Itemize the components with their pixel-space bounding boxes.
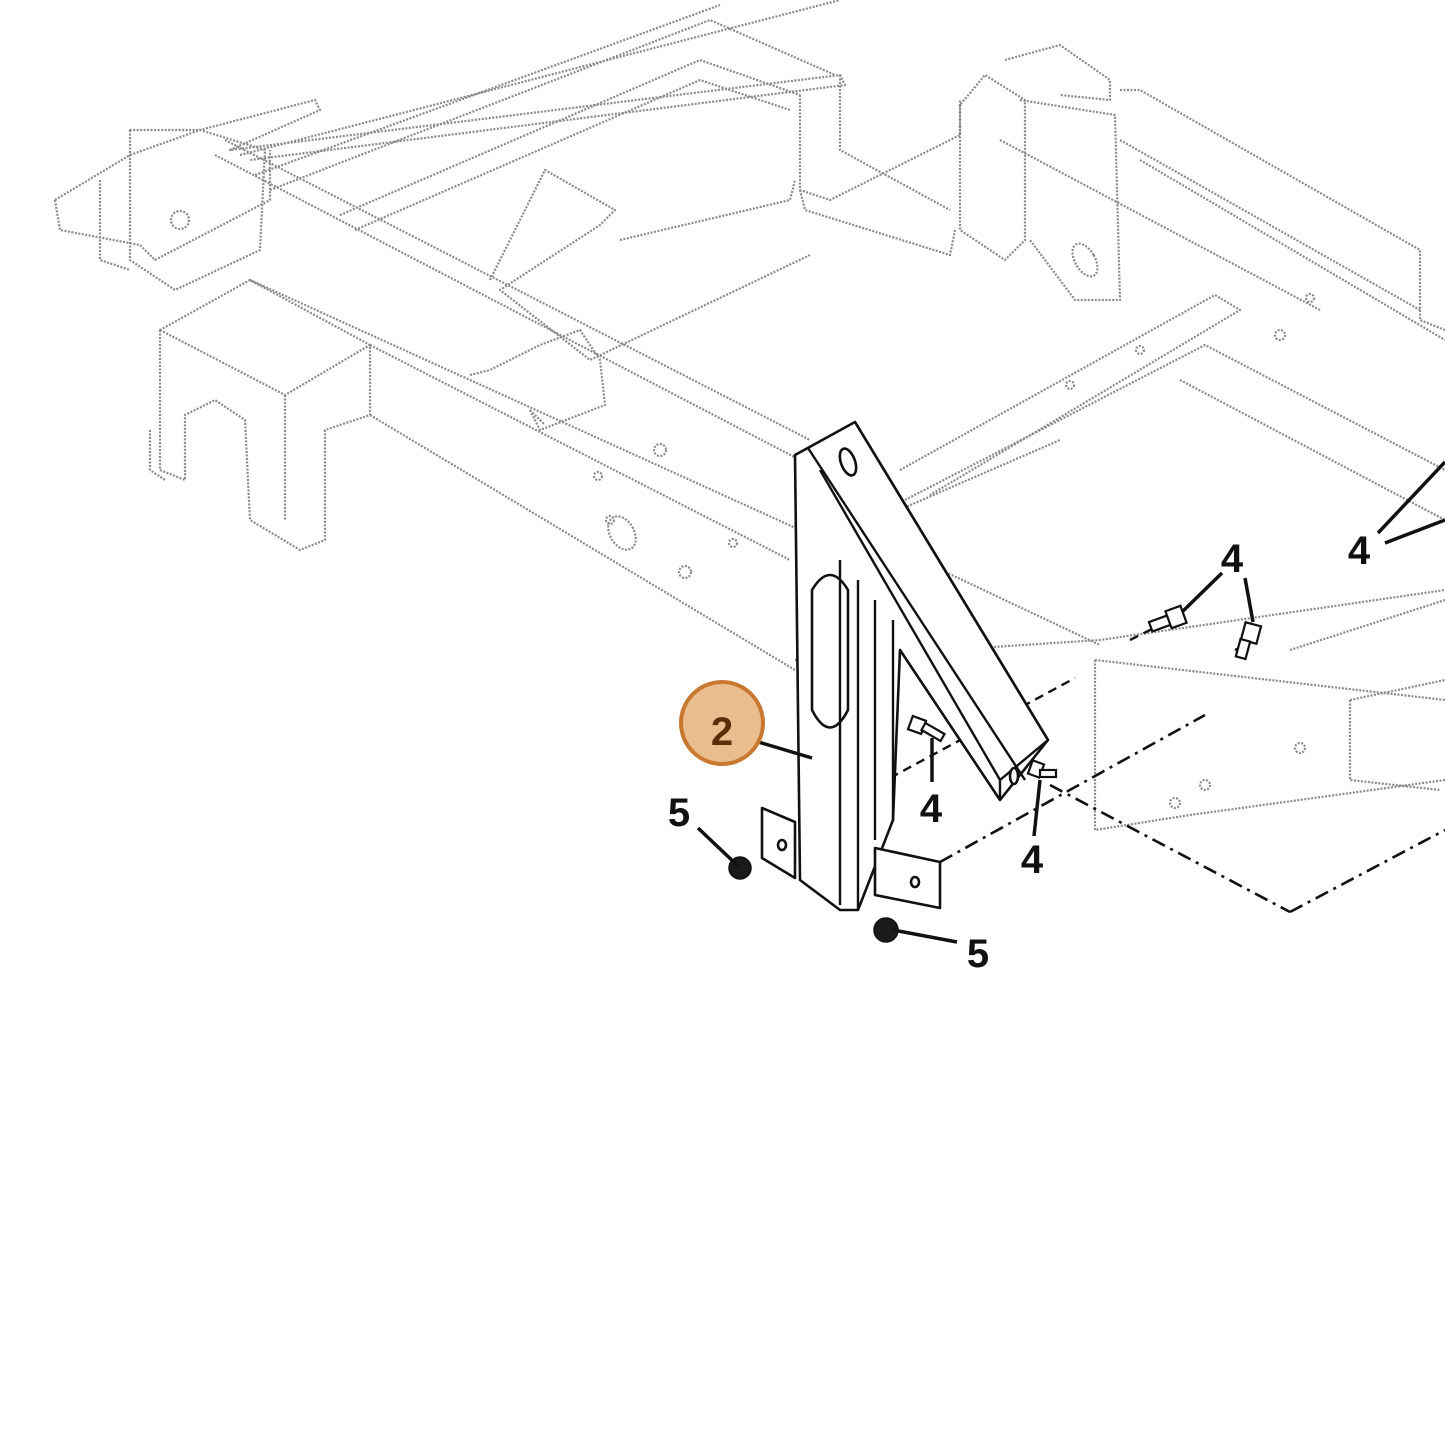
bolt-icon: [906, 714, 947, 743]
callout-label-4-arm-end: 4: [1021, 838, 1044, 882]
ghost-frame: [53, 0, 1445, 832]
callout-label-5-right: 5: [967, 932, 989, 976]
bolt-icon: [1147, 604, 1189, 633]
bolt-icon: [1234, 620, 1263, 661]
callout-2-highlighted[interactable]: 2: [679, 680, 765, 766]
bolt-icon: [1026, 758, 1058, 780]
leader-lines: [696, 460, 1445, 944]
callout-highlight-circle: [679, 680, 765, 766]
callout-label-4-right: 4: [1348, 529, 1371, 573]
fasteners: [728, 604, 1263, 943]
callout-label-4-upper: 4: [1221, 537, 1244, 581]
callout-label-2: 2: [711, 710, 733, 754]
support-bracket-part-2[interactable]: [760, 420, 1050, 912]
callout-label-5-left: 5: [668, 791, 690, 835]
callout-label-4-middle: 4: [920, 787, 943, 831]
